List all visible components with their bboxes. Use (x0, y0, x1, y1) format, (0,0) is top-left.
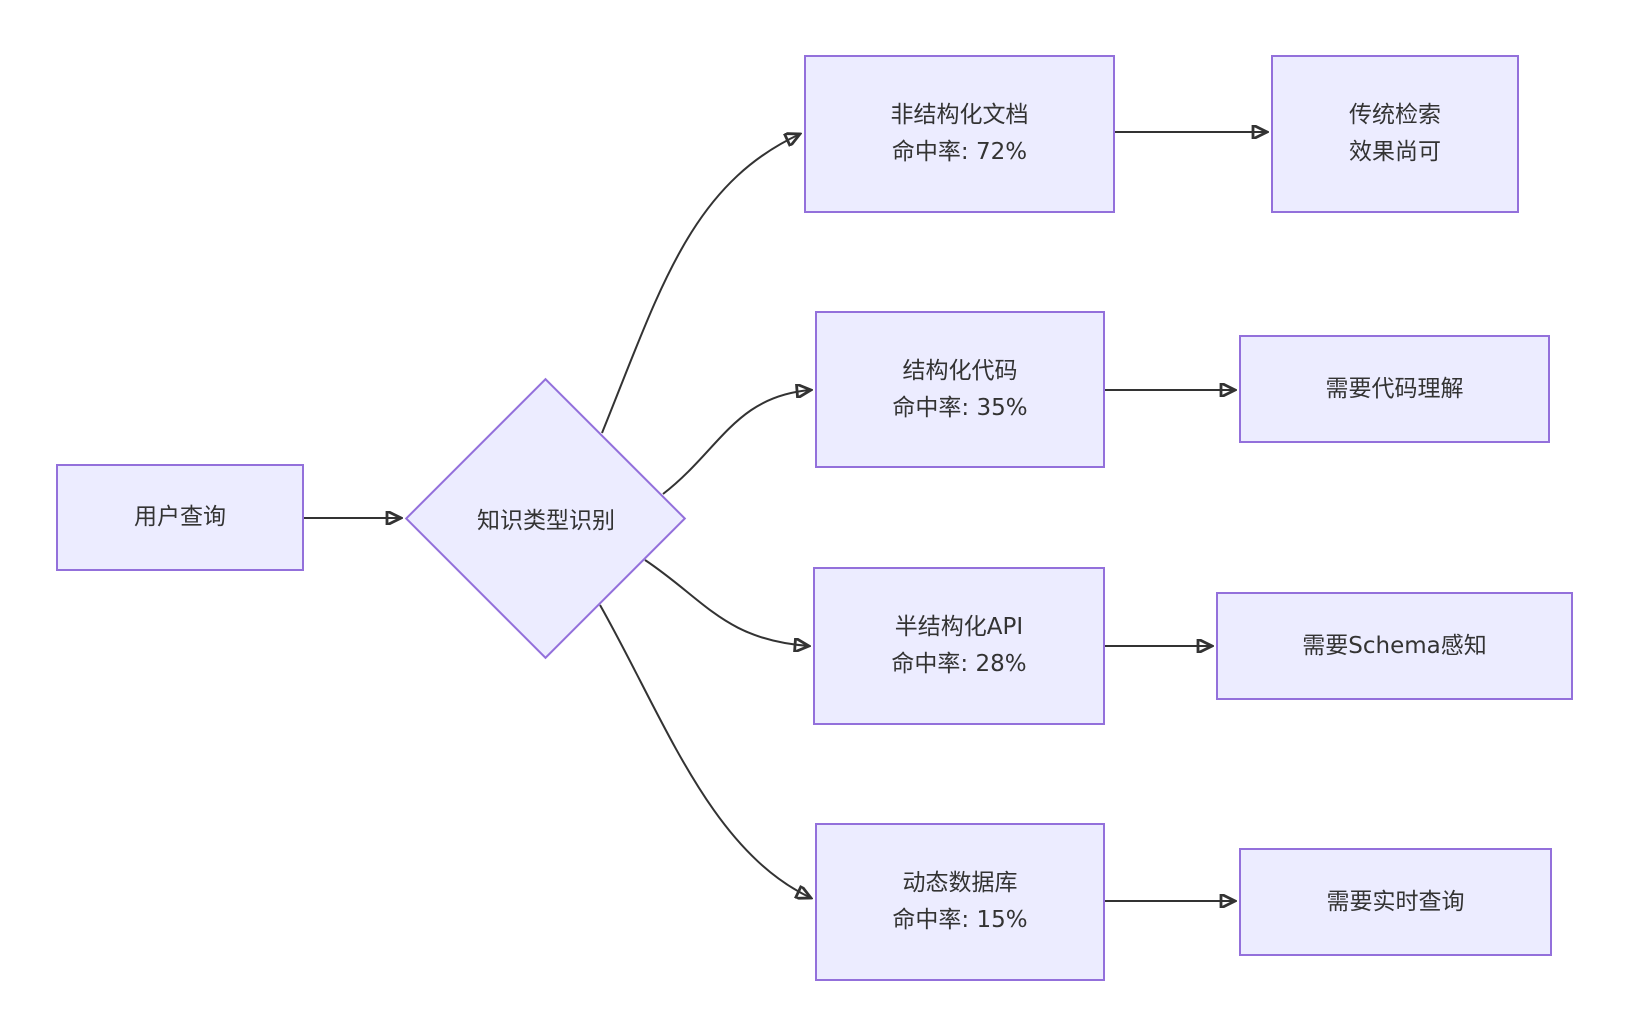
node-outcome-schema: 需要Schema感知 (1216, 592, 1573, 700)
node-structured-code-hit-rate: 命中率: 35% (892, 394, 1028, 421)
node-unstructured-doc: 非结构化文档 命中率: 72% (804, 55, 1115, 213)
edge-decision-to-dynamic-database-branch (644, 559, 809, 646)
node-decision-label: 知识类型识别 (477, 508, 615, 534)
node-structured-code-title: 结构化代码 (902, 357, 1018, 384)
node-outcome-code: 需要代码理解 (1239, 335, 1550, 443)
node-dynamic-database-hit-rate: 命中率: 15% (892, 907, 1028, 933)
node-semi-structured-api-hit-rate: 命中率: 28% (891, 651, 1027, 677)
node-outcome-realtime-label: 需要实时查询 (1326, 888, 1465, 915)
node-semi-structured-api: 半结构化API 命中率: 28% (813, 567, 1105, 725)
node-user-query-label: 用户查询 (134, 504, 226, 530)
node-unstructured-doc-hit-rate: 命中率: 72% (891, 139, 1028, 165)
edge-decision-to-dynamic-database (599, 604, 811, 898)
node-dynamic-database: 动态数据库 命中率: 15% (815, 823, 1105, 981)
edge-decision-to-structured-code (662, 390, 811, 495)
node-unstructured-doc-title: 非结构化文档 (890, 102, 1029, 128)
node-outcome-traditional-line2: 效果尚可 (1349, 139, 1441, 165)
node-structured-code: 结构化代码 命中率: 35% (815, 311, 1105, 468)
node-outcome-traditional-line1: 传统检索 (1349, 102, 1441, 128)
node-outcome-traditional: 传统检索 效果尚可 (1271, 55, 1519, 213)
node-outcome-realtime: 需要实时查询 (1239, 848, 1552, 956)
node-semi-structured-api-title: 半结构化API (894, 614, 1024, 640)
edge-decision-to-unstructured-doc (601, 134, 800, 434)
node-dynamic-database-title: 动态数据库 (902, 870, 1018, 896)
node-user-query: 用户查询 (56, 464, 304, 571)
node-outcome-schema-label: 需要Schema感知 (1302, 632, 1487, 659)
node-outcome-code-label: 需要代码理解 (1325, 375, 1464, 402)
